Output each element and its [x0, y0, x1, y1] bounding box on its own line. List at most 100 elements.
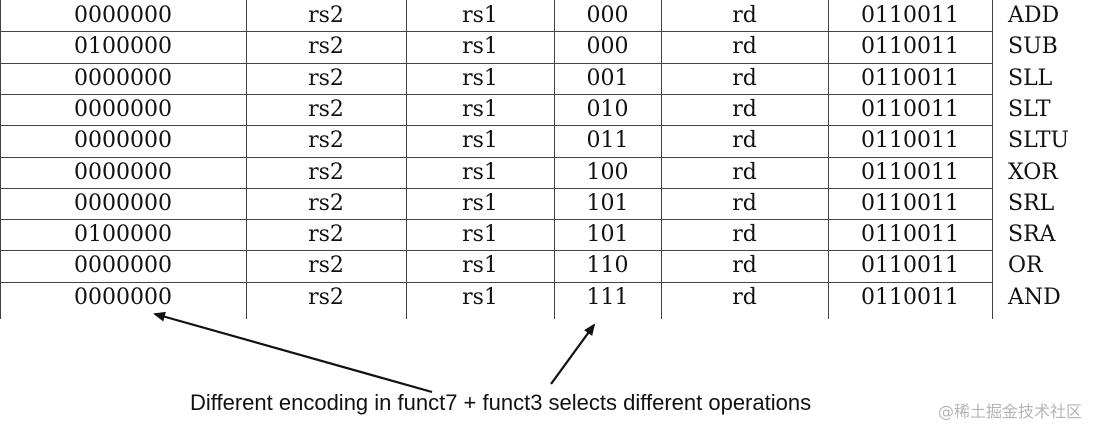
- opcode-cell: 0110011: [861, 253, 959, 279]
- rs2-cell: rs2: [308, 65, 344, 91]
- rd-cell: rd: [732, 3, 757, 28]
- rs2-cell: rs2: [308, 190, 344, 216]
- column-divider: [0, 0, 1, 319]
- funct3-cell: 101: [586, 190, 629, 216]
- funct7-cell: 0100000: [74, 222, 172, 248]
- column-divider: [246, 0, 247, 319]
- opcode-cell: 0110011: [861, 190, 959, 216]
- row-divider: [0, 219, 992, 221]
- row-divider: [0, 93, 992, 95]
- rd-cell: rd: [732, 284, 757, 310]
- rs1-cell: rs1: [462, 159, 498, 185]
- rd-cell: rd: [732, 222, 757, 248]
- column-divider: [992, 0, 993, 319]
- mnemonic-cell: OR: [1008, 253, 1043, 279]
- funct3-cell: 001: [586, 65, 629, 91]
- rs2-cell: rs2: [308, 222, 344, 248]
- row-divider: [0, 62, 992, 64]
- opcode-cell: 0110011: [861, 65, 959, 91]
- rd-cell: rd: [732, 65, 757, 91]
- rd-cell: rd: [732, 190, 757, 216]
- watermark: @稀土掘金技术社区: [937, 402, 1082, 421]
- rs1-cell: rs1: [462, 253, 498, 279]
- funct3-cell: 111: [586, 284, 629, 310]
- rs1-cell: rs1: [462, 128, 498, 154]
- rs1-cell: rs1: [462, 190, 498, 216]
- annotation-caption: Different encoding in funct7 + funct3 se…: [190, 390, 812, 415]
- row-divider: [0, 125, 992, 127]
- rd-cell: rd: [732, 159, 757, 185]
- row-divider: [0, 31, 992, 33]
- mnemonic-cell: SLL: [1008, 65, 1053, 91]
- rs2-cell: rs2: [308, 253, 344, 279]
- funct3-cell: 010: [586, 96, 629, 122]
- funct3-cell: 000: [586, 34, 629, 60]
- column-divider: [406, 0, 407, 319]
- table-row: 0000000 rs2 rs1 011 rd 0110011 SLTU: [0, 125, 1094, 156]
- rs1-cell: rs1: [462, 65, 498, 91]
- opcode-cell: 0110011: [861, 128, 959, 154]
- table-row: 0100000 rs2 rs1 000 rd 0110011 SUB: [0, 31, 1094, 62]
- opcode-cell: 0110011: [861, 159, 959, 185]
- funct7-cell: 0100000: [74, 34, 172, 60]
- funct7-cell: 0000000: [74, 128, 172, 154]
- rd-cell: rd: [732, 128, 757, 154]
- rs2-cell: rs2: [308, 34, 344, 60]
- rs1-cell: rs1: [462, 34, 498, 60]
- column-divider: [661, 0, 662, 319]
- rd-cell: rd: [732, 253, 757, 279]
- mnemonic-cell: SRL: [1008, 190, 1055, 216]
- rs2-cell: rs2: [308, 96, 344, 122]
- table-row: 0000000 rs2 rs1 101 rd 0110011 SRL: [0, 188, 1094, 219]
- rs2-cell: rs2: [308, 159, 344, 185]
- table-row: 0000000 rs2 rs1 010 rd 0110011 SLT: [0, 94, 1094, 125]
- rs1-cell: rs1: [462, 222, 498, 248]
- rs2-cell: rs2: [308, 3, 344, 28]
- column-divider: [554, 0, 555, 319]
- rs1-cell: rs1: [462, 96, 498, 122]
- funct7-cell: 0000000: [74, 96, 172, 122]
- table-row: 0000000 rs2 rs1 110 rd 0110011 OR: [0, 250, 1094, 281]
- mnemonic-cell: SLT: [1008, 96, 1051, 122]
- mnemonic-cell: SRA: [1008, 222, 1056, 248]
- funct7-cell: 0000000: [74, 253, 172, 279]
- mnemonic-cell: XOR: [1008, 159, 1058, 185]
- funct7-cell: 0000000: [74, 284, 172, 310]
- row-divider: [0, 156, 992, 158]
- opcode-cell: 0110011: [861, 222, 959, 248]
- rs1-cell: rs1: [462, 3, 498, 28]
- mnemonic-cell: AND: [1008, 284, 1061, 310]
- row-divider: [0, 250, 992, 252]
- table-row: 0000000 rs2 rs1 100 rd 0110011 XOR: [0, 157, 1094, 188]
- mnemonic-cell: SUB: [1008, 34, 1058, 60]
- opcode-cell: 0110011: [861, 34, 959, 60]
- opcode-cell: 0110011: [861, 96, 959, 122]
- row-divider: [0, 281, 992, 283]
- funct3-cell: 011: [586, 128, 629, 154]
- arrow-to-funct3: [550, 323, 596, 385]
- opcode-cell: 0110011: [861, 3, 959, 28]
- funct7-cell: 0000000: [74, 190, 172, 216]
- funct7-cell: 0000000: [74, 159, 172, 185]
- arrow-to-funct7: [153, 311, 433, 394]
- funct3-cell: 100: [586, 159, 629, 185]
- funct3-cell: 101: [586, 222, 629, 248]
- table-row: 0000000 rs2 rs1 111 rd 0110011 AND: [0, 282, 1094, 313]
- rd-cell: rd: [732, 96, 757, 122]
- table-row: 0000000 rs2 rs1 001 rd 0110011 SLL: [0, 63, 1094, 94]
- mnemonic-cell: SLTU: [1008, 128, 1070, 154]
- table-row: 0100000 rs2 rs1 101 rd 0110011 SRA: [0, 219, 1094, 250]
- rs1-cell: rs1: [462, 284, 498, 310]
- row-divider: [0, 187, 992, 189]
- opcode-cell: 0110011: [861, 284, 959, 310]
- column-divider: [828, 0, 829, 319]
- funct7-cell: 0000000: [74, 3, 172, 28]
- rs2-cell: rs2: [308, 128, 344, 154]
- funct7-cell: 0000000: [74, 65, 172, 91]
- rs2-cell: rs2: [308, 284, 344, 310]
- funct3-cell: 110: [586, 253, 629, 279]
- rd-cell: rd: [732, 34, 757, 60]
- funct3-cell: 000: [586, 3, 629, 28]
